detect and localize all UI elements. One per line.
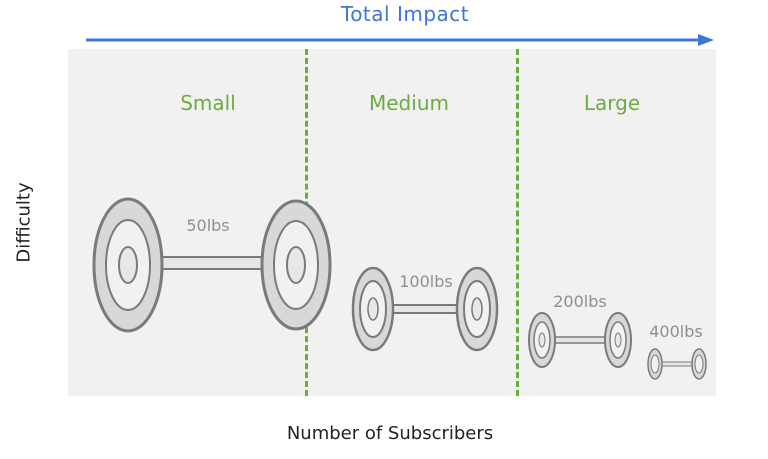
barbell-200lbs-icon (528, 312, 632, 368)
barbell-50lbs-icon (92, 197, 332, 333)
total-impact-title: Total Impact (340, 2, 470, 26)
impact-arrow (86, 34, 714, 46)
category-large: Large (583, 91, 641, 115)
weight-label-50lbs: 50lbs (186, 216, 230, 235)
weight-label-200lbs: 200lbs (553, 292, 607, 311)
weight-label-100lbs: 100lbs (399, 272, 453, 291)
subscribers-label: Number of Subscribers (286, 423, 494, 444)
weight-label-400lbs: 400lbs (649, 322, 703, 341)
category-medium: Medium (369, 91, 449, 115)
barbell-400lbs-icon (647, 348, 707, 380)
divider-medium-large (516, 49, 519, 396)
difficulty-label: Difficulty (13, 182, 35, 263)
barbell-100lbs-icon (351, 266, 499, 352)
category-small: Small (180, 91, 236, 115)
